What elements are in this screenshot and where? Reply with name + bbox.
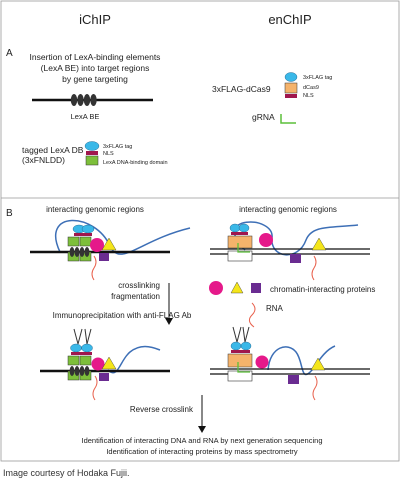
ichip-complex-top	[30, 219, 191, 281]
grna-label: gRNA	[252, 112, 275, 122]
enchip-complex-bottom	[210, 326, 370, 401]
arrow-crosslink-head	[165, 318, 173, 325]
ichip-legend-lexa-db: LexA DNA-binding domain	[103, 160, 168, 166]
result-text-2: Identification of interacting proteins b…	[106, 447, 298, 456]
ichip-title: iChIP	[79, 12, 111, 27]
arrow-reverse-head	[198, 426, 206, 433]
chromatin-proteins-label: chromatin-interacting proteins	[270, 285, 375, 294]
ichip-complex-bottom	[40, 328, 170, 401]
ichip-legend-icon	[84, 141, 100, 166]
tagged-lexa-label-1: tagged LexA DB	[22, 145, 84, 155]
rna-legend-icon	[248, 302, 256, 328]
grna-icon	[280, 114, 296, 124]
dcas9-label: 3xFLAG-dCas9	[212, 84, 271, 94]
result-text-1: Identification of interacting DNA and RN…	[82, 436, 323, 445]
enchip-complex-top	[210, 221, 370, 281]
enchip-legend-dcas9: dCas9	[303, 85, 319, 91]
ichip-legend-flag: 3xFLAG tag	[103, 144, 132, 150]
step-crosslinking: crosslinking	[118, 281, 160, 290]
panel-b-label: B	[6, 208, 13, 219]
interacting-regions-left: interacting genomic regions	[46, 205, 144, 214]
enchip-legend-nls: NLS	[303, 93, 314, 99]
interacting-regions-right: interacting genomic regions	[239, 205, 337, 214]
enchip-legend-flag: 3xFLAG tag	[303, 75, 332, 81]
insertion-text-3: by gene targeting	[62, 74, 128, 84]
step-fragmentation: fragmentation	[111, 292, 160, 301]
enchip-title: enChIP	[268, 12, 311, 27]
reverse-crosslink-text: Reverse crosslink	[130, 405, 194, 414]
image-credit: Image courtesy of Hodaka Fujii.	[3, 468, 130, 478]
insertion-text-2: (LexA BE) into target regions	[41, 63, 150, 73]
lexa-be-elements	[70, 94, 97, 106]
immunoprecipitation-text: Immunoprecipitation with anti-FLAG Ab	[53, 311, 192, 320]
lexa-be-label: LexA BE	[71, 112, 100, 121]
rna-label: RNA	[266, 304, 284, 313]
insertion-text-1: Insertion of LexA-binding elements	[30, 52, 161, 62]
figure-frame	[0, 0, 400, 462]
panel-a-label: A	[6, 48, 13, 59]
enchip-legend-icon	[284, 72, 298, 98]
ichip-legend-nls: NLS	[103, 151, 114, 157]
protein-legend-icons	[209, 281, 261, 295]
tagged-lexa-label-2: (3xFNLDD)	[22, 155, 65, 165]
